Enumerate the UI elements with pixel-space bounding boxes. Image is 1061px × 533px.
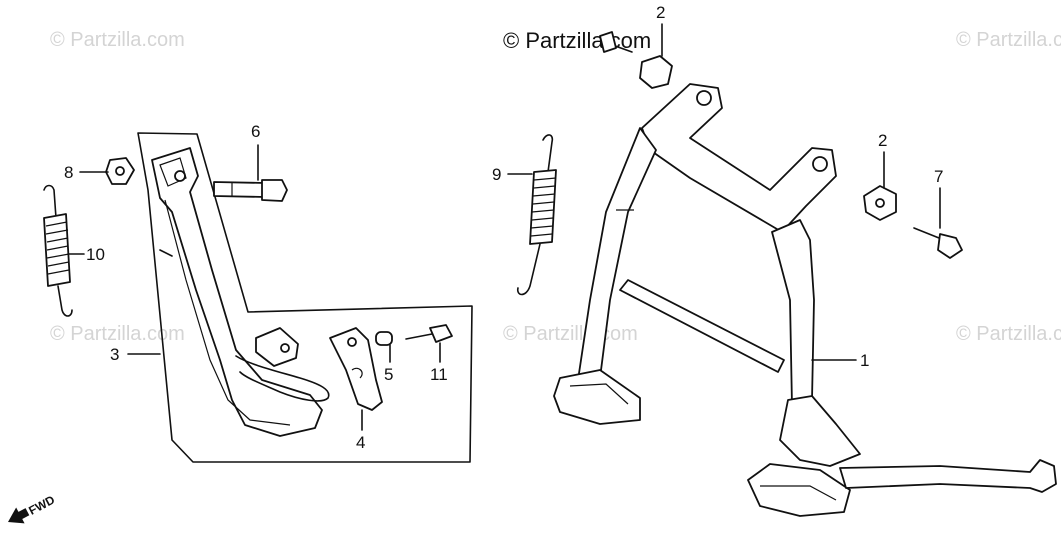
callout-2-right: 2 bbox=[878, 131, 887, 150]
callout-5: 5 bbox=[384, 365, 393, 384]
callout-7: 7 bbox=[934, 167, 943, 186]
part-11-bolt bbox=[405, 324, 453, 343]
callout-1: 1 bbox=[860, 351, 869, 370]
watermark-top-left: © Partzilla.com bbox=[50, 29, 185, 51]
part-6-pivot-bolt bbox=[213, 179, 288, 202]
main-stand-crossbar bbox=[641, 83, 837, 233]
stand-stopper-block bbox=[255, 327, 299, 367]
part-7-bolt bbox=[913, 227, 963, 259]
side-stand-assembly[interactable] bbox=[137, 132, 473, 463]
watermark-top-right: © Partzilla.com bbox=[956, 29, 1061, 51]
part-9-main-stand-spring bbox=[516, 134, 557, 296]
part-1-main-stand[interactable] bbox=[553, 83, 1057, 517]
leader-lines bbox=[67, 23, 941, 431]
main-stand-right-foot bbox=[747, 463, 851, 517]
part-2-nut-top bbox=[639, 55, 673, 89]
side-stand-arm bbox=[151, 147, 323, 437]
watermark-mid-center: © Partzilla.com bbox=[503, 323, 638, 345]
main-stand-right-leg bbox=[771, 219, 815, 407]
top-bolt bbox=[599, 31, 633, 53]
watermark-mid-right: © Partzilla.com bbox=[956, 323, 1061, 345]
main-stand-lower-crossbar bbox=[619, 279, 785, 373]
main-stand-kick-arm[interactable] bbox=[839, 459, 1057, 493]
callout-2-top: 2 bbox=[656, 3, 665, 22]
fwd-arrow-icon bbox=[8, 507, 30, 524]
main-stand-left-foot bbox=[553, 369, 641, 425]
part-10-side-stand-spring bbox=[43, 184, 73, 317]
main-stand-right-gusset bbox=[779, 395, 861, 467]
callout-6: 6 bbox=[251, 122, 260, 141]
watermark-top-center: © Partzilla.com bbox=[503, 28, 651, 53]
callout-3: 3 bbox=[110, 345, 119, 364]
callout-10: 10 bbox=[86, 245, 105, 264]
fwd-label: FWD bbox=[26, 492, 57, 517]
fwd-arrow: FWD bbox=[8, 492, 57, 524]
callout-9: 9 bbox=[492, 165, 501, 184]
callout-4: 4 bbox=[356, 433, 365, 452]
part-5-collar bbox=[375, 331, 393, 346]
part-2-nut-right bbox=[863, 185, 897, 221]
part-4-rubber-pad bbox=[329, 327, 383, 411]
callout-8: 8 bbox=[64, 163, 73, 182]
part-8-nut bbox=[105, 157, 135, 185]
callout-11: 11 bbox=[430, 365, 448, 384]
watermark-mid-left: © Partzilla.com bbox=[50, 323, 185, 345]
